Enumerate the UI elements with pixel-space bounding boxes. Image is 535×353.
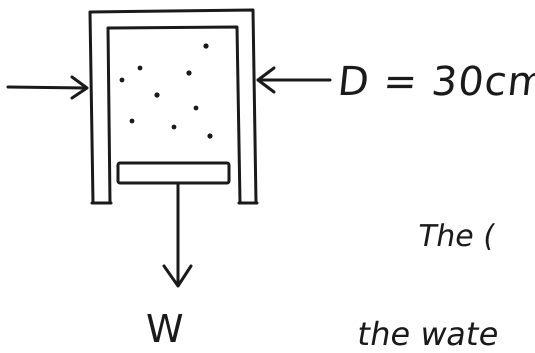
cylinder-outer-wall: [88, 8, 258, 205]
piston: [116, 161, 231, 185]
partial-text-line-1: The (: [415, 219, 499, 254]
cylinder-inner-wall: [106, 25, 242, 205]
left-arrowhead: [70, 75, 89, 100]
partial-text-line-2: the wate: [354, 315, 503, 353]
gas-particles: [119, 43, 213, 139]
weight-label: W: [146, 307, 184, 351]
diameter-arrowhead: [256, 66, 276, 94]
weight-arrowhead: [162, 264, 193, 288]
diameter-label: D = 30cm: [335, 59, 535, 105]
left-arrow-shaft: [6, 85, 88, 90]
